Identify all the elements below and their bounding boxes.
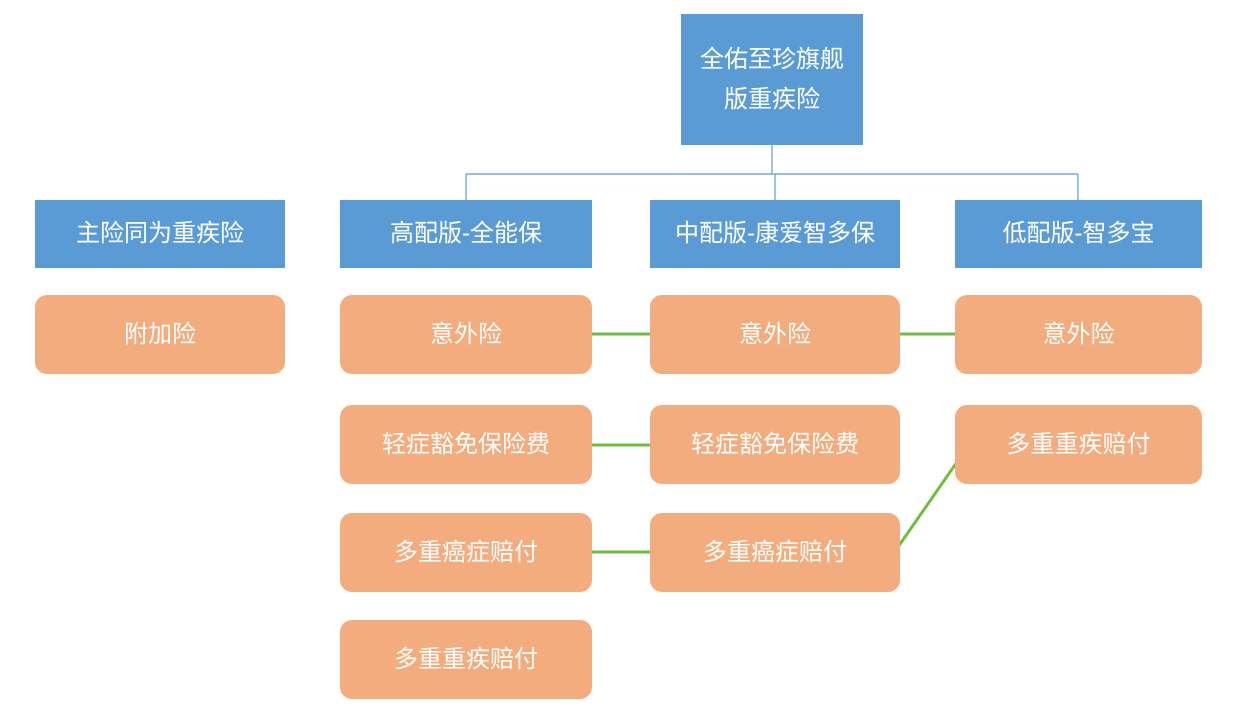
node-high-accident-insurance: 意外险	[340, 295, 592, 374]
node-mid-accident-insurance: 意外险	[650, 295, 900, 374]
node-high-multiple-critical-illness-payout: 多重重疾赔付	[340, 620, 592, 699]
node-low-accident-insurance: 意外险	[955, 295, 1202, 374]
node-rider-insurance: 附加险	[35, 295, 285, 374]
node-mid-premium-waiver: 轻症豁免保险费	[650, 405, 900, 484]
node-main-insurance-header: 主险同为重疾险	[35, 200, 285, 268]
node-root-product: 全佑至珍旗舰 版重疾险	[681, 14, 863, 145]
item-link-lines	[592, 332, 959, 554]
node-mid-multiple-cancer-payout: 多重癌症赔付	[650, 513, 900, 592]
node-high-multiple-cancer-payout: 多重癌症赔付	[340, 513, 592, 592]
node-high-premium-waiver: 轻症豁免保险费	[340, 405, 592, 484]
tree-connector-lines	[465, 145, 1079, 200]
node-high-version-header: 高配版-全能保	[340, 200, 592, 268]
node-low-version-header: 低配版-智多宝	[955, 200, 1202, 268]
node-mid-version-header: 中配版-康爱智多保	[650, 200, 900, 268]
node-low-multiple-critical-illness-payout: 多重重疾赔付	[955, 405, 1202, 484]
